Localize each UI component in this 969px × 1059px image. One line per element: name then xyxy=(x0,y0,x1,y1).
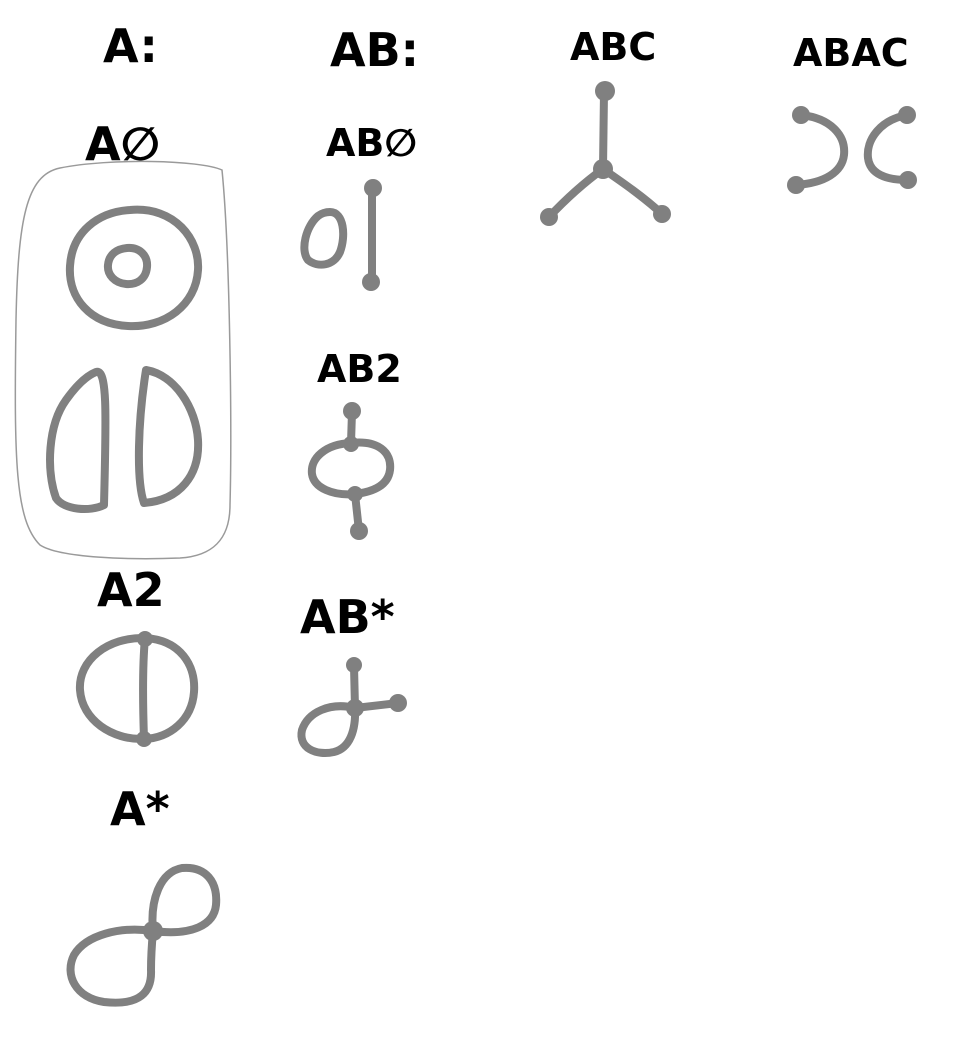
abac-diagram xyxy=(787,106,917,194)
label-abstar: AB* xyxy=(300,590,395,644)
heading-abc: ABC xyxy=(570,25,656,69)
a0-left-half xyxy=(46,367,110,514)
a0-right-half xyxy=(134,366,203,507)
abc-edge-up xyxy=(599,88,608,173)
a2-vertex-top xyxy=(137,631,153,647)
abac-vertex-right-top xyxy=(898,106,916,124)
abstar-diagram xyxy=(297,657,407,757)
abc-vertex-left xyxy=(540,208,558,226)
abac-left-arc xyxy=(792,111,849,189)
a2-chord xyxy=(139,634,149,743)
abc-diagram xyxy=(540,81,671,226)
abc-vertex-up xyxy=(595,81,615,101)
a0-halves-diagram xyxy=(46,366,203,514)
a2-vertex-bottom xyxy=(136,731,152,747)
abstar-vertex-center xyxy=(346,699,364,717)
abstar-vertex-right xyxy=(389,694,407,712)
ab0-vertex-bottom xyxy=(362,273,380,291)
astar-diagram xyxy=(66,863,221,1007)
ab2-vertex-bottom-join xyxy=(347,486,363,502)
a0-annulus-diagram xyxy=(65,205,203,331)
ab0-vertex-top xyxy=(364,179,382,197)
ab2-vertex-bottom-end xyxy=(350,522,368,540)
ab0-diagram xyxy=(300,179,382,291)
abc-edge-right xyxy=(599,165,666,218)
a2-circle xyxy=(75,633,199,744)
abac-vertex-right-bottom xyxy=(899,171,917,189)
heading-abac: ABAC xyxy=(793,31,909,75)
abac-vertex-left-bottom xyxy=(787,176,805,194)
abac-right-arc xyxy=(863,111,912,184)
abc-vertex-center xyxy=(593,159,613,179)
ab2-vertex-top-join xyxy=(343,436,359,452)
label-ab2: AB2 xyxy=(317,347,402,391)
astar-lower-loop xyxy=(66,925,157,1007)
label-a2: A2 xyxy=(97,563,165,617)
abstar-vertex-up xyxy=(346,657,362,673)
a0-outer-circle xyxy=(65,205,203,331)
heading-ab: AB: xyxy=(330,23,419,77)
heading-a: A: xyxy=(103,19,158,73)
a0-frame xyxy=(14,160,232,560)
ab0-oval xyxy=(300,208,348,269)
abc-edge-left xyxy=(545,165,607,221)
a2-diagram xyxy=(75,631,199,747)
a0-inner-circle xyxy=(103,243,152,289)
abc-vertex-right xyxy=(653,205,671,223)
astar-vertex xyxy=(143,921,163,941)
astar-upper-loop xyxy=(148,863,221,937)
ab2-vertex-top-end xyxy=(343,402,361,420)
abac-vertex-left-top xyxy=(792,106,810,124)
abstar-loop xyxy=(297,702,360,757)
ab2-diagram xyxy=(307,402,395,540)
label-ab0: AB∅ xyxy=(326,121,417,165)
label-astar: A* xyxy=(110,782,170,836)
